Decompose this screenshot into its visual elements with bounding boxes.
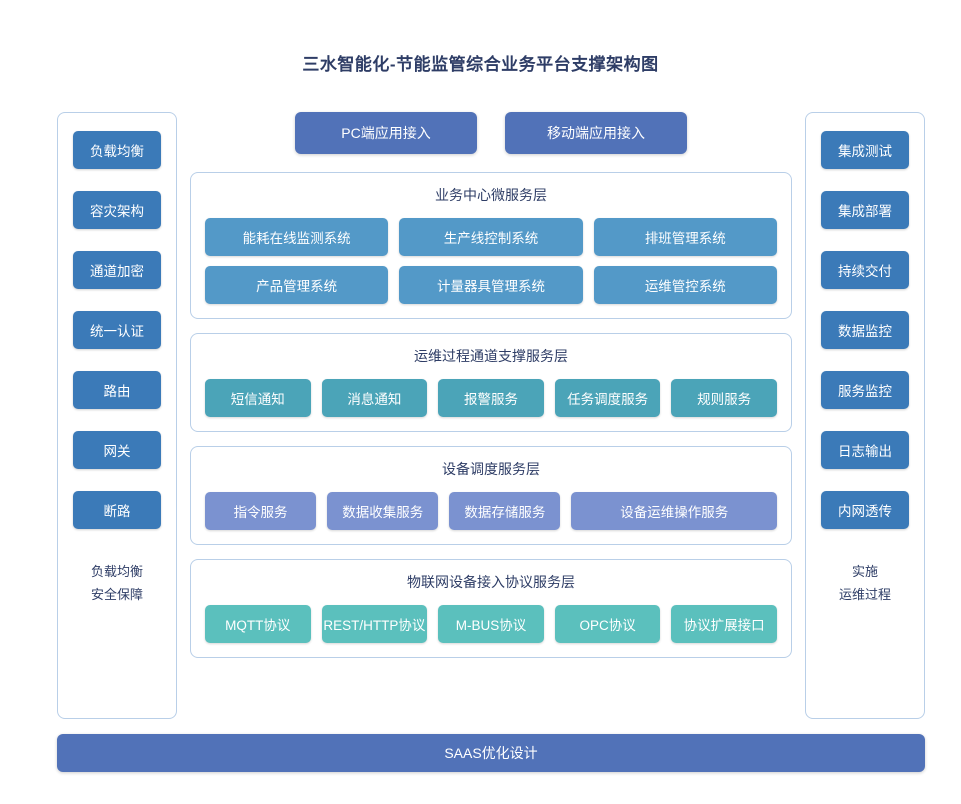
left-sidebar-footer-line-2: 安全保障: [90, 586, 143, 602]
service-message-notification[interactable]: 消息通知: [321, 379, 428, 417]
center-column: PC端应用接入 移动端应用接入 业务中心微服务层 能耗在线监测系统 生产线控制系…: [190, 112, 792, 719]
service-shift-management[interactable]: 排班管理系统: [593, 218, 777, 256]
service-ops-control[interactable]: 运维管控系统: [593, 266, 777, 304]
service-data-collection[interactable]: 数据收集服务: [327, 492, 439, 530]
service-alarm[interactable]: 报警服务: [438, 379, 544, 417]
layer-title-iot-protocol: 物联网设备接入协议服务层: [407, 574, 575, 590]
sidebar-item-circuit-breaker[interactable]: 断路: [73, 491, 161, 529]
layer-row: 产品管理系统 计量器具管理系统 运维管控系统: [205, 266, 777, 304]
service-command[interactable]: 指令服务: [205, 492, 317, 530]
sidebar-item-integration-testing[interactable]: 集成测试: [821, 131, 909, 169]
sidebar-item-integration-deployment[interactable]: 集成部署: [821, 191, 909, 229]
service-sms-notification[interactable]: 短信通知: [205, 379, 311, 417]
service-energy-monitoring[interactable]: 能耗在线监测系统: [205, 218, 389, 256]
layer-row: 能耗在线监测系统 生产线控制系统 排班管理系统: [205, 218, 777, 256]
service-task-scheduling[interactable]: 任务调度服务: [554, 379, 661, 417]
sidebar-item-channel-encryption[interactable]: 通道加密: [73, 251, 161, 289]
protocol-mqtt[interactable]: MQTT协议: [205, 605, 311, 643]
access-buttons-row: PC端应用接入 移动端应用接入: [190, 112, 792, 154]
sidebar-item-load-balance[interactable]: 负载均衡: [73, 131, 161, 169]
layer-device-scheduling: 设备调度服务层 指令服务 数据收集服务 数据存储服务 设备运维操作服务: [190, 446, 792, 545]
service-product-management[interactable]: 产品管理系统: [205, 266, 389, 304]
layer-title-device-scheduling: 设备调度服务层: [442, 461, 540, 477]
sidebar-item-routing[interactable]: 路由: [73, 371, 161, 409]
sidebar-item-unified-auth[interactable]: 统一认证: [73, 311, 161, 349]
layer-row: 短信通知 消息通知 报警服务 任务调度服务 规则服务: [205, 379, 777, 417]
layer-ops-channel-support: 运维过程通道支撑服务层 短信通知 消息通知 报警服务 任务调度服务 规则服务: [190, 333, 792, 432]
protocol-rest-http[interactable]: REST/HTTP协议: [321, 605, 428, 643]
protocol-opc[interactable]: OPC协议: [554, 605, 661, 643]
service-device-ops-operation[interactable]: 设备运维操作服务: [571, 492, 778, 530]
service-rules[interactable]: 规则服务: [671, 379, 777, 417]
left-sidebar: 负载均衡 容灾架构 通道加密 统一认证 路由 网关 断路 负载均衡 安全保障: [57, 112, 177, 719]
sidebar-item-data-monitoring[interactable]: 数据监控: [821, 311, 909, 349]
right-sidebar: 集成测试 集成部署 持续交付 数据监控 服务监控 日志输出 内网透传 实施 运维…: [805, 112, 925, 719]
service-data-storage[interactable]: 数据存储服务: [449, 492, 561, 530]
sidebar-item-continuous-delivery[interactable]: 持续交付: [821, 251, 909, 289]
sidebar-item-intranet-passthrough[interactable]: 内网透传: [821, 491, 909, 529]
layer-row: 指令服务 数据收集服务 数据存储服务 设备运维操作服务: [205, 492, 778, 530]
sidebar-item-gateway[interactable]: 网关: [73, 431, 161, 469]
protocol-mbus[interactable]: M-BUS协议: [438, 605, 544, 643]
sidebar-item-service-monitoring[interactable]: 服务监控: [821, 371, 909, 409]
page-title: 三水智能化-节能监管综合业务平台支撑架构图: [302, 55, 659, 74]
layer-title-business: 业务中心微服务层: [435, 187, 547, 203]
service-metering-device-management[interactable]: 计量器具管理系统: [399, 266, 583, 304]
right-sidebar-footer-line-2: 运维过程: [838, 586, 891, 602]
left-sidebar-footer: 负载均衡 安全保障: [91, 561, 143, 607]
service-production-line-control[interactable]: 生产线控制系统: [399, 218, 583, 256]
pc-access-button[interactable]: PC端应用接入: [295, 112, 477, 154]
protocol-extension-interface[interactable]: 协议扩展接口: [671, 605, 777, 643]
saas-optimization-bar[interactable]: SAAS优化设计: [57, 734, 925, 772]
layer-iot-protocol-access: 物联网设备接入协议服务层 MQTT协议 REST/HTTP协议 M-BUS协议 …: [190, 559, 792, 658]
sidebar-item-disaster-recovery[interactable]: 容灾架构: [73, 191, 161, 229]
left-sidebar-footer-line-1: 负载均衡: [90, 564, 143, 579]
architecture-diagram: 负载均衡 容灾架构 通道加密 统一认证 路由 网关 断路 负载均衡 安全保障 P…: [57, 112, 925, 772]
layer-title-ops-channel: 运维过程通道支撑服务层: [414, 348, 568, 364]
right-sidebar-footer: 实施 运维过程: [839, 561, 891, 607]
mobile-access-button[interactable]: 移动端应用接入: [505, 112, 687, 154]
sidebar-item-log-output[interactable]: 日志输出: [821, 431, 909, 469]
right-sidebar-footer-line-1: 实施: [851, 564, 878, 579]
layer-row: MQTT协议 REST/HTTP协议 M-BUS协议 OPC协议 协议扩展接口: [205, 605, 777, 643]
layer-business-microservices: 业务中心微服务层 能耗在线监测系统 生产线控制系统 排班管理系统 产品管理系统 …: [190, 172, 792, 319]
